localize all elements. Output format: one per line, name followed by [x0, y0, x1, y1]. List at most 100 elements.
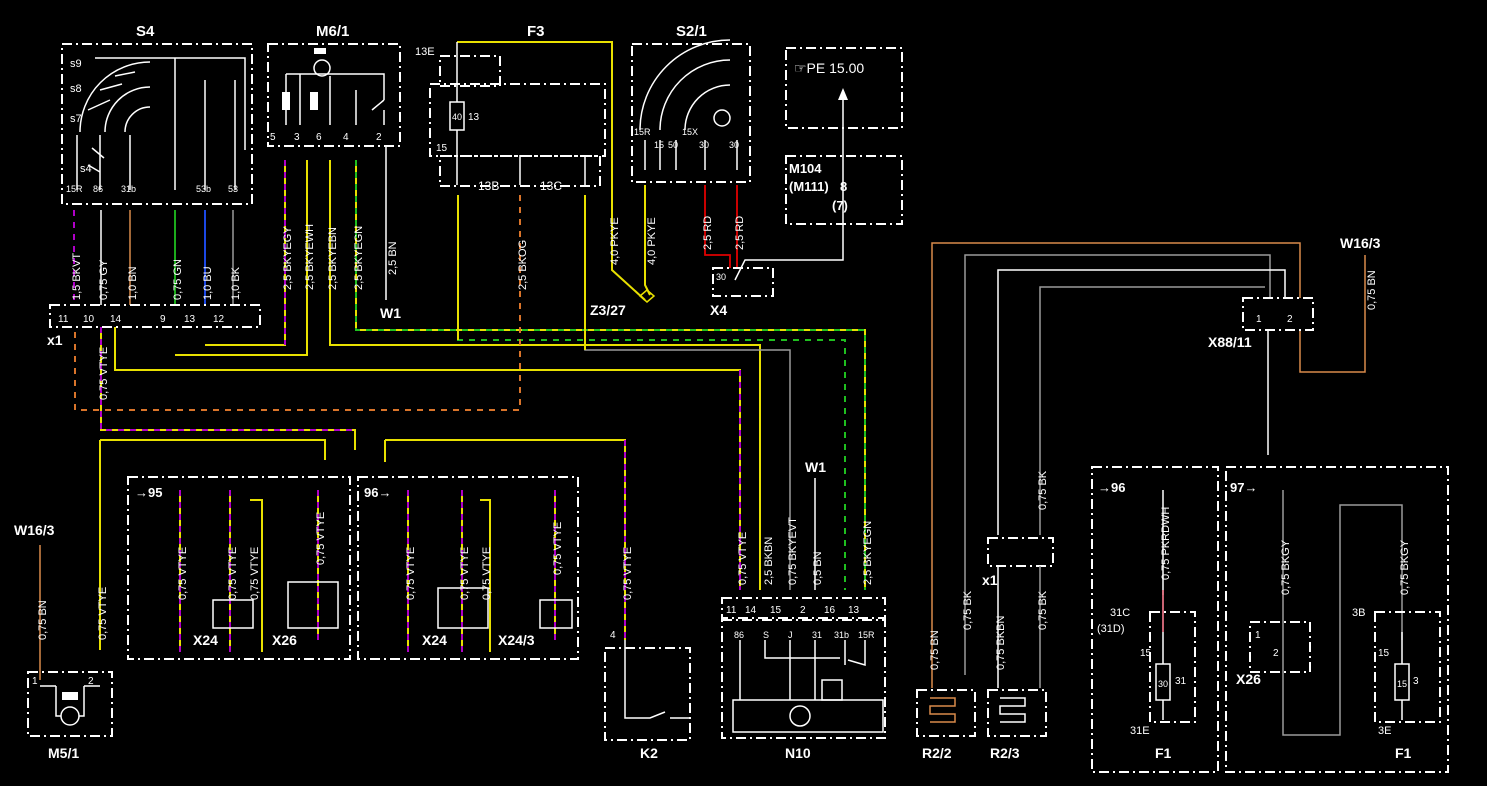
- wire-s4-bk: 1,0 BK: [230, 266, 242, 300]
- n10-inner-31b: 31b: [834, 630, 849, 640]
- wire-95-1: 0,75 VTYE: [177, 547, 189, 600]
- label-f1-b: F1: [1395, 745, 1412, 761]
- k2-pin-4: 4: [610, 630, 616, 641]
- wire-s21-rd-2: 2,5 RD: [734, 216, 746, 250]
- wire-s4-bu: 1,0 BU: [202, 266, 214, 300]
- reference-pe[interactable]: ☞PE 15.00: [785, 47, 903, 225]
- wire-f1b-bkgy-2: 0,75 BKGY: [1399, 539, 1411, 595]
- wire-r22-bn: 0,75 BN: [929, 630, 941, 670]
- f3-label-13e: 13E: [415, 46, 435, 58]
- component-k2: 4 K2: [604, 630, 691, 761]
- x8811-pin-1: 1: [1256, 314, 1262, 325]
- label-w1-b: W1: [805, 459, 826, 475]
- label-m104: M104: [789, 161, 822, 176]
- wire-r23-bkbn: 0,75 BKBN: [995, 616, 1007, 670]
- x1-pin-14: 14: [110, 314, 122, 325]
- wire-k2-vtye: 0,75 VTYE: [622, 547, 634, 600]
- wire-m61-bkyebn: 2,5 BKYEBN: [327, 227, 339, 290]
- wire-r22-bk: 0,75 BK: [962, 590, 974, 630]
- x8811-pin-2: 2: [1287, 314, 1293, 325]
- label-r2-3: R2/3: [990, 745, 1020, 761]
- x26b-pin-2: 2: [1273, 648, 1279, 659]
- f1b-label-15a: 15: [1378, 648, 1390, 659]
- ref-96a: 96→: [364, 485, 391, 500]
- s4-label-s4: s4: [80, 163, 92, 175]
- component-r2-2: R2/2: [916, 689, 976, 761]
- f1a-label-31e: 31E: [1130, 725, 1150, 737]
- ref-95: →95: [135, 485, 162, 500]
- component-f3: F3 40 13E 13 15 13B 13C: [415, 23, 606, 193]
- x1-pin-12: 12: [213, 314, 225, 325]
- component-m104: M104 (M111) 8 (7): [785, 155, 903, 225]
- f1b-label-3: 3: [1413, 676, 1419, 687]
- label-x26-b: X26: [1236, 671, 1261, 687]
- wire-n10-bkbn: 2,5 BKBN: [763, 537, 775, 585]
- n10-inner-86: 86: [734, 630, 744, 640]
- wire-s21-pkye: 4,0 PKYE: [646, 217, 658, 265]
- f3-fuse-40: 40: [452, 112, 462, 122]
- wire-f3-bkog: 2,5 BKOG: [517, 240, 529, 290]
- label-m-pin2: (7): [832, 198, 848, 213]
- wire-x1-bk: 0,75 BK: [1037, 470, 1049, 510]
- label-w16-3-left: W16/3: [14, 522, 55, 538]
- f1b-label-3e: 3E: [1378, 725, 1391, 737]
- n10-inner-j: J: [788, 630, 793, 640]
- wire-s4-gy: 0,75 GY: [98, 259, 110, 300]
- label-z3-27: Z3/27: [590, 302, 626, 318]
- label-w1-a: W1: [380, 305, 401, 321]
- label-m-pin: 8: [840, 179, 847, 194]
- component-f1-96: →96 0,75 PKRDWH 31C (31D) 15 30 31 31E F…: [1091, 466, 1219, 773]
- m61-pin-6: 6: [316, 132, 322, 143]
- s21-pin-30b: 30: [729, 140, 739, 150]
- label-x24-b: X24: [422, 632, 447, 648]
- s21-pin-15: 15: [654, 140, 664, 150]
- label-w16-3-right: W16/3: [1340, 235, 1381, 251]
- wire-m51-vtye: 0,75 VTYE: [97, 587, 109, 640]
- wire-95-3: 0,75 VTYE: [249, 547, 261, 600]
- s4-pin-53: 53: [228, 184, 238, 194]
- label-x88-11: X88/11: [1208, 334, 1252, 350]
- wire-95-4: 0,75 VTYE: [315, 512, 327, 565]
- wire-s4-bn: 1,0 BN: [127, 266, 139, 300]
- wire-r23-bk: 0,75 BK: [1037, 590, 1049, 630]
- s4-label-s9: s9: [70, 58, 82, 70]
- wire-m61-bkyegn: 2,5 BKYEGN: [353, 226, 365, 290]
- component-s2-1: S2/1 15R 15 50 15X 30 30: [631, 23, 751, 183]
- f3-label-15: 15: [436, 143, 448, 154]
- n10-pin-11: 11: [726, 605, 737, 616]
- m61-pin-3: 3: [294, 132, 300, 143]
- s21-pin-15r: 15R: [634, 127, 651, 137]
- wire-m61-bkyegy: 2,5 BKYEGY: [282, 226, 294, 290]
- n10-pin-16: 16: [824, 605, 836, 616]
- x1-pin-13: 13: [184, 314, 196, 325]
- label-m5-1: M5/1: [48, 745, 79, 761]
- n10-inner-s: S: [763, 630, 769, 640]
- wire-s4-gn: 0,75 GN: [172, 259, 184, 300]
- m61-pin-5: 5: [270, 132, 276, 143]
- wire-96-3: 0,75 VTYE: [481, 547, 493, 600]
- connector-x1-mid: x1: [982, 537, 1054, 588]
- f3-label-13: 13: [468, 112, 480, 123]
- x4-pin-30: 30: [716, 272, 726, 282]
- label-n10: N10: [785, 745, 811, 761]
- group-95: →95 0,75 VTYE 0,75 VTYE 0,75 VTYE 0,75 V…: [127, 476, 351, 660]
- ref-96b: →96: [1098, 480, 1125, 495]
- s21-pin-50: 50: [668, 140, 678, 150]
- wire-f1a-pkrdwh: 0,75 PKRDWH: [1160, 507, 1172, 580]
- s4-pin-53b: 53b: [196, 184, 211, 194]
- label-x1-mid: x1: [982, 572, 998, 588]
- n10-pin-15: 15: [770, 605, 782, 616]
- n10-pin-14: 14: [745, 605, 757, 616]
- wire-96-4: 0,75 VTYE: [552, 522, 564, 575]
- s4-pin-31b: 31b: [121, 184, 136, 194]
- f1b-label-15b: 15: [1397, 679, 1407, 689]
- n10-pin-13: 13: [848, 605, 860, 616]
- label-m111: (M111): [789, 179, 829, 194]
- m51-pin-2: 2: [88, 676, 94, 687]
- component-r2-3: R2/3: [987, 689, 1047, 761]
- group-96: 96→ 0,75 VTYE 0,75 VTYE 0,75 VTYE 0,75 V…: [357, 476, 579, 660]
- label-k2: K2: [640, 745, 658, 761]
- n10-inner-15r: 15R: [858, 630, 875, 640]
- label-s2-1: S2/1: [676, 23, 707, 40]
- wire-n10-bkyegn: 2,5 BKYEGN: [862, 521, 874, 585]
